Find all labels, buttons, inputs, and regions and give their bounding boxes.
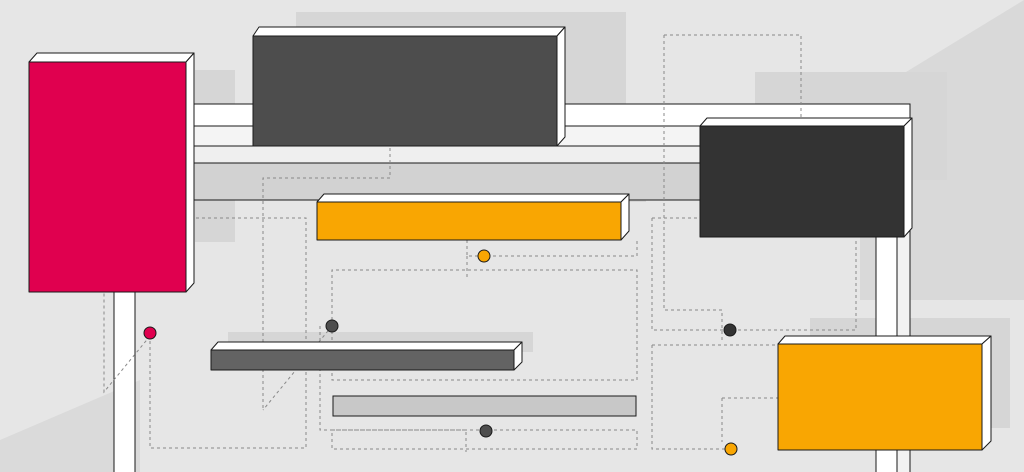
wire-11 — [651, 217, 857, 331]
wire-5 — [331, 269, 638, 381]
wire-8 — [331, 429, 638, 450]
dark-gray-block-face — [252, 35, 558, 147]
connector-dots — [143, 249, 738, 456]
frame-post-left — [113, 284, 136, 472]
orange-connector-dot — [724, 442, 738, 456]
orange-block — [777, 335, 992, 451]
dashed-wires — [103, 34, 857, 452]
magenta-block-side — [185, 52, 195, 293]
wire-13 — [721, 397, 778, 442]
wire-12 — [651, 344, 778, 450]
orange-block-top — [777, 335, 992, 345]
charcoal-block-face — [699, 125, 905, 238]
magenta-connector-dot — [143, 326, 157, 340]
light-gray-bar — [332, 395, 637, 417]
bg-wedge-bottom-left — [0, 380, 140, 472]
charcoal-block-top — [699, 117, 913, 127]
magenta-block — [28, 52, 195, 293]
orange-bar-side — [620, 193, 630, 241]
orange-connector-dot — [477, 249, 491, 263]
wire-10 — [663, 35, 723, 340]
wire-1 — [262, 148, 391, 410]
mid-gray-bar — [210, 341, 523, 371]
mid-gray-bar-face — [210, 349, 515, 371]
orange-bar-face — [316, 201, 622, 241]
charcoal-block-side — [903, 117, 913, 238]
dark-connector-dot — [325, 319, 339, 333]
wire-14 — [103, 292, 151, 394]
dark-gray-block — [252, 26, 566, 147]
dark-connector-dot — [479, 424, 493, 438]
orange-bar — [316, 193, 630, 241]
dark-connector-dot — [723, 323, 737, 337]
mid-gray-bar-top — [210, 341, 523, 351]
orange-block-side — [981, 335, 992, 451]
dark-gray-block-top — [252, 26, 566, 37]
orange-block-face — [777, 343, 983, 451]
orange-bar-top — [316, 193, 630, 203]
charcoal-block — [699, 117, 913, 238]
magenta-block-face — [28, 61, 187, 293]
wire-3 — [466, 240, 638, 257]
magenta-block-top — [28, 52, 195, 63]
light-gray-bar-face — [332, 395, 637, 417]
dark-gray-block-side — [556, 26, 566, 147]
